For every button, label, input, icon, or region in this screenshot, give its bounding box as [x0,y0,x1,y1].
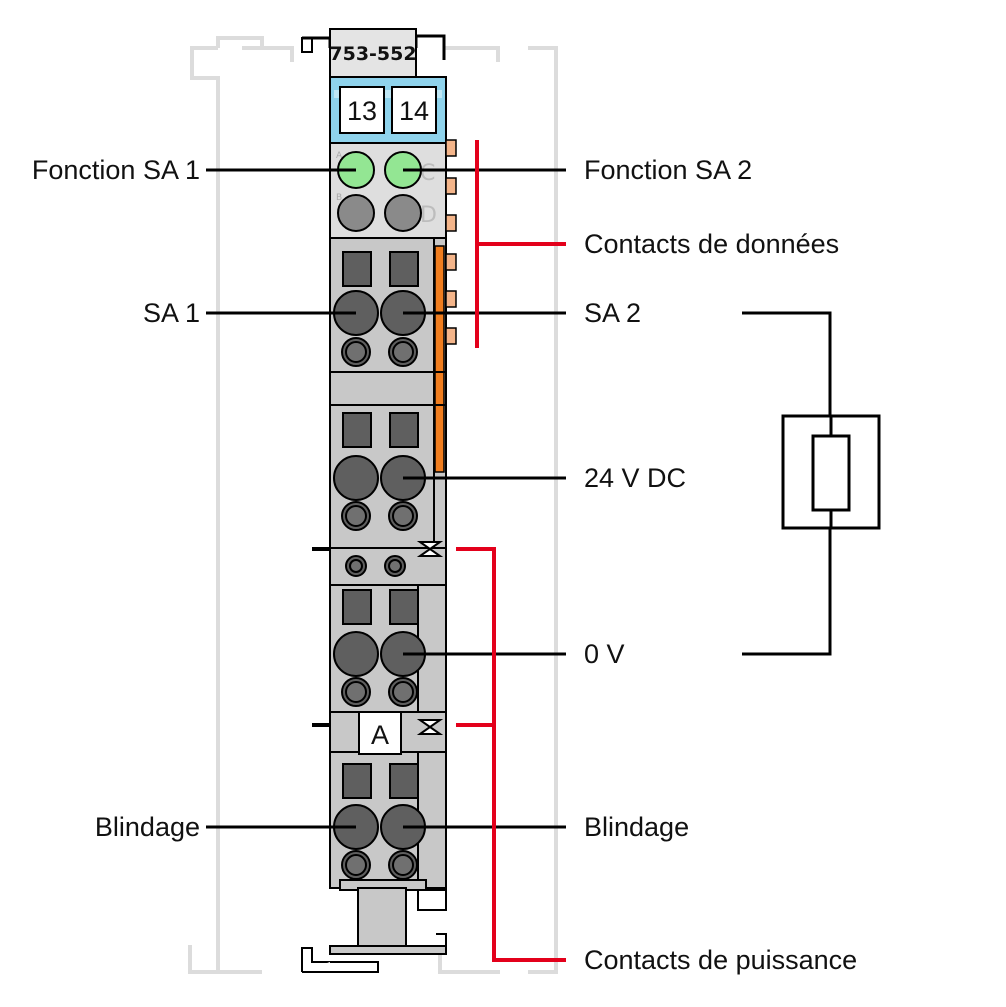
label-contacts-donnees: Contacts de données [584,229,839,259]
led-off-right [384,194,422,232]
data-contacts [445,139,457,345]
led-letter-d: D [420,203,437,228]
power-contacts-bracket [456,547,566,962]
terminal-block-2 [333,412,426,531]
led-letter-c: C [420,161,435,186]
marker-13-text: 13 [347,96,377,126]
label-sa2: SA 2 [584,298,641,328]
led-letter-b: B [336,193,342,203]
top-latch [301,37,313,53]
led-letter-a: A [336,151,343,161]
marking-a-plate [358,711,402,755]
load-symbol [742,311,881,656]
power-contact-clip-upper [416,541,444,557]
label-contacts-puissance: Contacts de puissance [584,945,857,975]
marker-14-text: 14 [399,96,429,126]
separator-screws [345,555,406,577]
leader-lines [206,168,566,829]
label-sa1: SA 1 [143,298,200,328]
data-contacts-bracket [475,140,566,348]
power-contact-clip-lower [416,719,444,735]
label-0v: 0 V [584,639,625,669]
label-fonction-sa1: Fonction SA 1 [32,155,200,185]
label-fonction-sa2: Fonction SA 2 [584,155,752,185]
din-rail-outline [188,36,558,974]
label-blindage-right: Blindage [584,812,689,842]
power-jumper-bar [434,245,445,473]
marker-14 [391,86,437,134]
terminal-block-1 [333,251,426,367]
led-off-left [337,194,375,232]
label-24vdc: 24 V DC [584,463,686,493]
part-number: 753-552 [329,43,416,65]
marking-a-text: A [371,720,389,750]
part-number-plate [329,28,417,78]
release-tab [301,879,447,973]
marker-13 [339,86,385,134]
label-blindage-left: Blindage [95,812,200,842]
